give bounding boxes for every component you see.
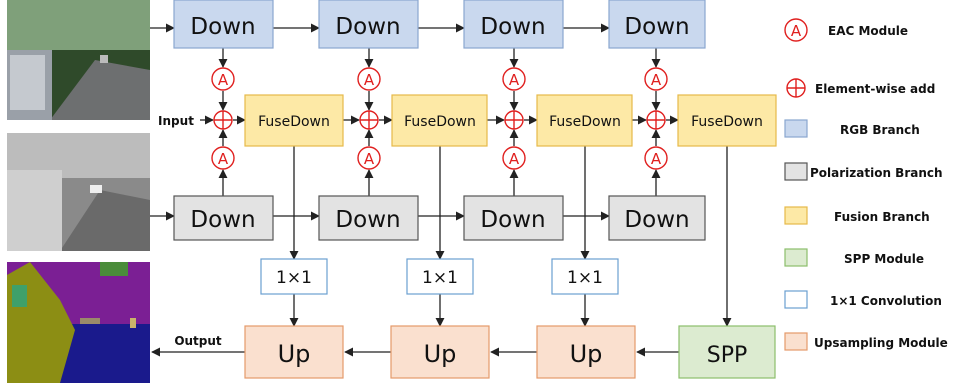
conv1x1-label: 1×1 (276, 268, 312, 288)
spp-block: SPP (678, 325, 776, 379)
fusedown-block: FuseDown (244, 94, 344, 147)
up-label: Up (278, 340, 311, 368)
svg-text:SPP Module: SPP Module (844, 252, 924, 266)
up-label: Up (424, 340, 457, 368)
eac-module-icon: A (357, 67, 381, 91)
eac-module-icon: A (357, 146, 381, 170)
fusedown-label: FuseDown (549, 114, 621, 130)
eac-module-icon: A (211, 146, 235, 170)
eac-module-icon: A (502, 67, 526, 91)
pol-down-block: Down (463, 195, 564, 241)
svg-text:A: A (364, 71, 375, 89)
connections (150, 23, 732, 357)
svg-text:EAC Module: EAC Module (828, 24, 908, 38)
output-label: Output (174, 334, 222, 348)
polarization-swatch (784, 162, 808, 181)
svg-text:1×1 Convolution: 1×1 Convolution (830, 294, 942, 308)
svg-text:Polarization Branch: Polarization Branch (810, 166, 943, 180)
element-wise-add-icon (504, 110, 524, 130)
element-wise-add-icon (213, 110, 233, 130)
pol-down-label: Down (624, 207, 689, 233)
eac-module-icon (784, 18, 808, 42)
legend-item-fusion: Fusion Branch (784, 206, 930, 225)
svg-text:Upsampling Module: Upsampling Module (814, 336, 948, 350)
rgb-down-label: Down (480, 14, 545, 40)
svg-text:Element-wise add: Element-wise add (815, 82, 935, 96)
fusion-swatch (784, 206, 808, 225)
spp-label: SPP (707, 343, 748, 368)
pol-down-label: Down (335, 207, 400, 233)
eac-module-icon: A (644, 67, 668, 91)
conv1x1-block: 1×1 (406, 258, 474, 295)
conv-swatch (784, 290, 808, 309)
polarization-input-image (7, 133, 150, 251)
element-wise-add-icon (646, 110, 666, 130)
svg-text:A: A (509, 71, 520, 89)
rgb-down-label: Down (624, 14, 689, 40)
svg-text:A: A (218, 150, 229, 168)
conv1x1-block: 1×1 (551, 258, 619, 295)
eac-module-icon: A (211, 67, 235, 91)
rgb-swatch (784, 119, 808, 138)
conv1x1-block: 1×1 (260, 258, 328, 295)
rgb-down-block: Down (173, 0, 274, 49)
conv1x1-label: 1×1 (422, 268, 458, 288)
svg-text:A: A (651, 150, 662, 168)
fusedown-label: FuseDown (404, 114, 476, 130)
fusedown-label: FuseDown (258, 114, 330, 130)
upsampling-swatch (784, 332, 808, 351)
svg-text:A: A (364, 150, 375, 168)
eac-module-icon: A (502, 146, 526, 170)
pol-down-block: Down (608, 195, 706, 241)
spp-swatch (784, 248, 808, 267)
rgb-input-image (7, 0, 150, 120)
svg-text:Fusion Branch: Fusion Branch (834, 210, 930, 224)
up-block: Up (390, 325, 490, 379)
svg-text:A: A (651, 71, 662, 89)
element-wise-add-icon (786, 78, 806, 98)
svg-text:A: A (791, 22, 802, 40)
svg-text:A: A (509, 150, 520, 168)
up-label: Up (570, 340, 603, 368)
pol-down-block: Down (173, 195, 274, 241)
legend-item-add: Element-wise add (786, 78, 935, 98)
rgb-down-label: Down (335, 14, 400, 40)
pol-down-label: Down (190, 207, 255, 233)
legend: A EAC Module Element-wise add RGB Branch… (784, 18, 948, 351)
pol-down-label: Down (480, 207, 545, 233)
pol-down-block: Down (318, 195, 419, 241)
legend-item-pol: Polarization Branch (784, 162, 943, 181)
fusedown-block: FuseDown (391, 94, 488, 147)
segmentation-output-image (7, 262, 150, 383)
legend-item-up: Upsampling Module (784, 332, 948, 351)
rgb-down-block: Down (608, 0, 706, 49)
up-block: Up (536, 325, 636, 379)
legend-item-rgb: RGB Branch (784, 119, 920, 138)
conv1x1-label: 1×1 (567, 268, 603, 288)
legend-item-conv: 1×1 Convolution (784, 290, 942, 309)
rgb-down-label: Down (190, 14, 255, 40)
legend-item-eac: A EAC Module (784, 18, 908, 42)
svg-text:A: A (218, 71, 229, 89)
rgb-down-block: Down (318, 0, 419, 49)
up-block: Up (244, 325, 344, 379)
eac-module-icon: A (644, 146, 668, 170)
input-label: Input (158, 114, 194, 128)
element-wise-add-icon (359, 110, 379, 130)
rgb-down-block: Down (463, 0, 564, 49)
svg-text:RGB Branch: RGB Branch (840, 123, 920, 137)
fusedown-block: FuseDown (677, 94, 777, 147)
legend-item-spp: SPP Module (784, 248, 924, 267)
fusedown-block: FuseDown (536, 94, 633, 147)
fusedown-label: FuseDown (691, 114, 763, 130)
